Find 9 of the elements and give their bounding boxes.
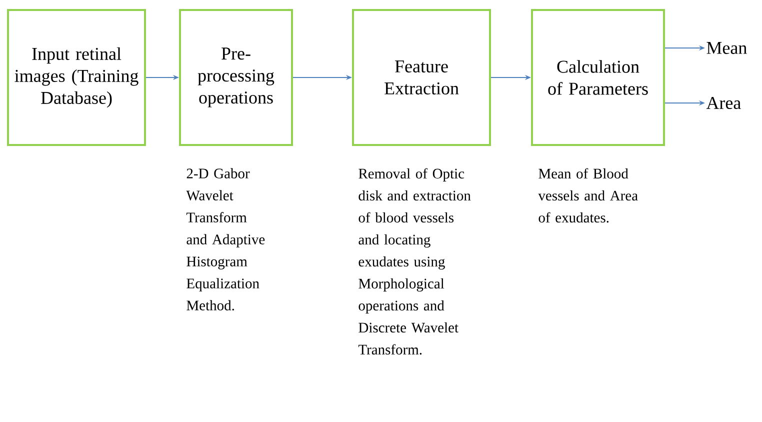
description-text: 2-D Gabor Wavelet Transform and Adaptive Histogram Equalization Method. <box>186 168 265 310</box>
description-text: Mean of Blood vessels and Area of exudates. <box>538 168 638 223</box>
process-box: Calculation of Parameters <box>531 9 665 146</box>
process-box: Input retinal images (Training Database) <box>7 9 146 146</box>
output-label: Mean <box>706 42 747 54</box>
process-box: Feature Extraction <box>352 9 491 146</box>
output-label: Area <box>706 96 741 110</box>
process-box: Pre-processing operations <box>179 9 293 146</box>
description-text: Removal of Optic disk and extraction of blood vessels and locating exudates using Morphological operations and Discrete Wavelet Transform. <box>358 168 471 355</box>
